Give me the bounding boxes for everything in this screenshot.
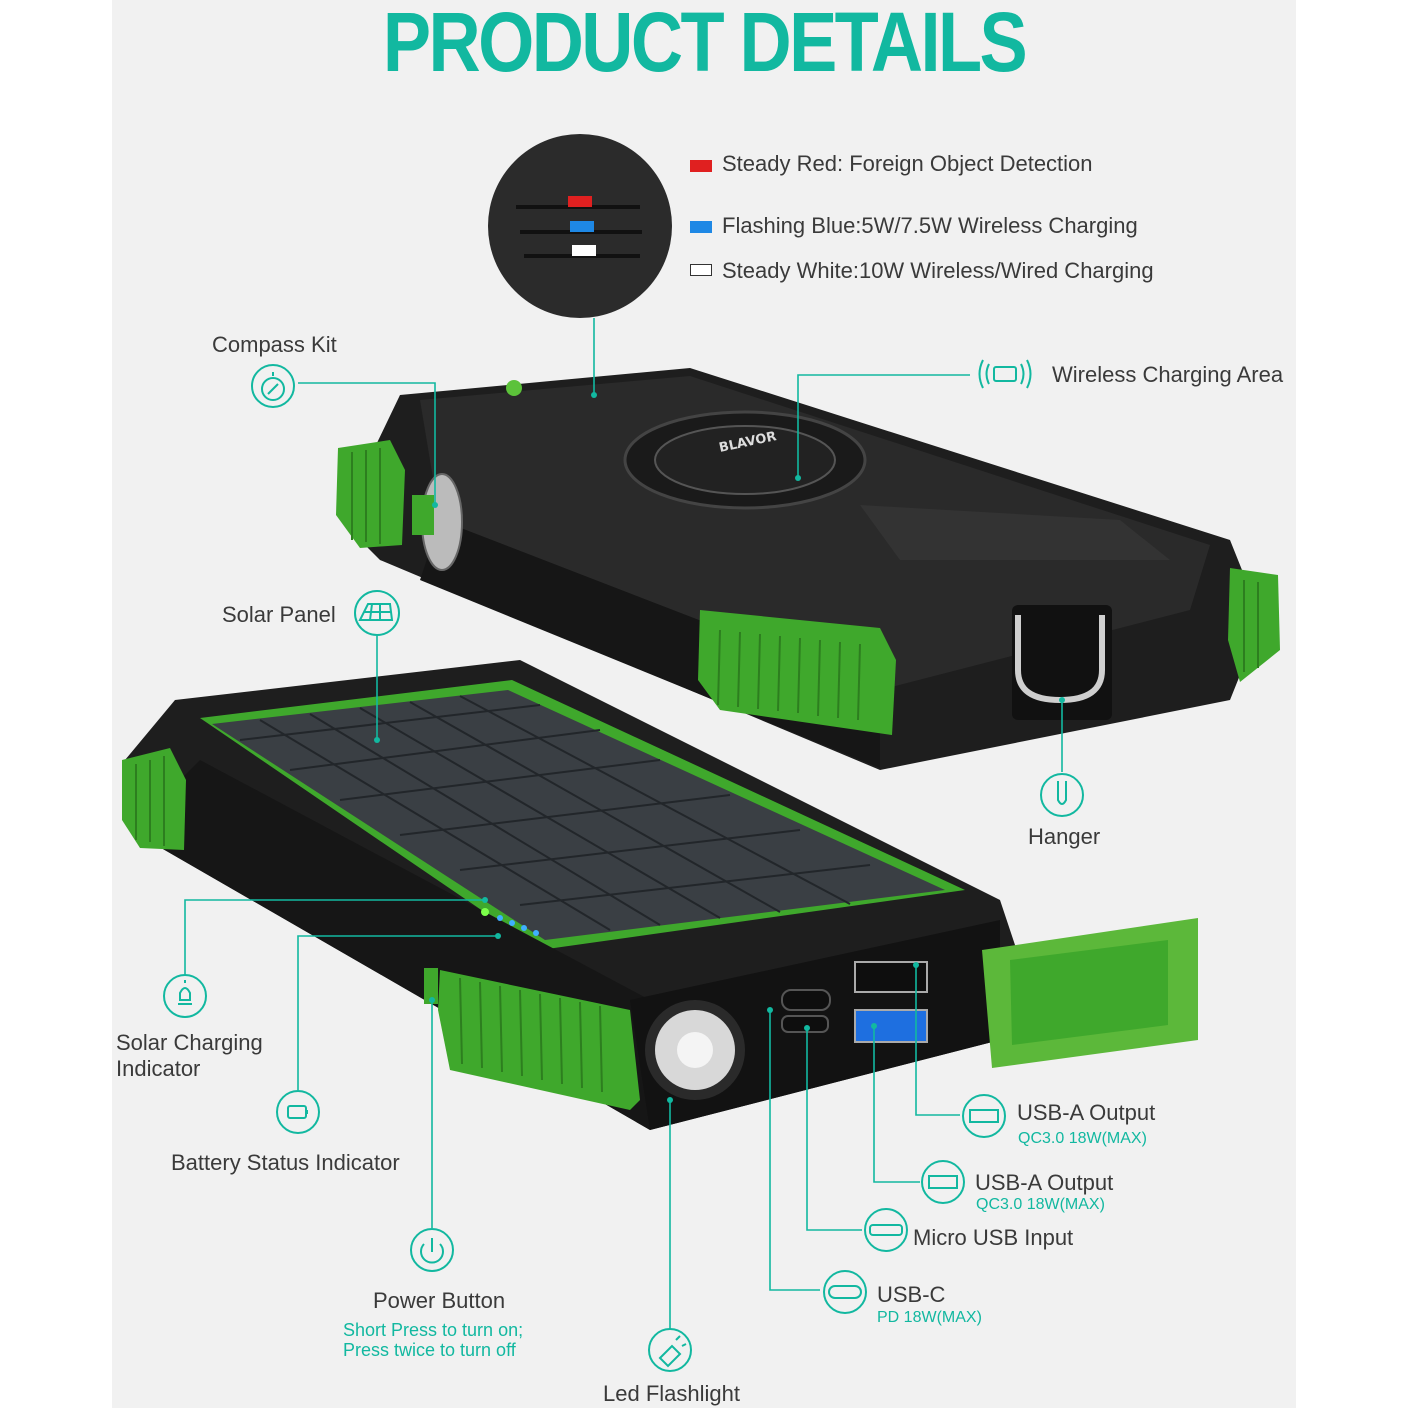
usb-a-icon-2 [921, 1160, 965, 1204]
led-flashlight-label: Led Flashlight [603, 1381, 740, 1406]
solar-indicator-icon [163, 974, 207, 1018]
legend-white: Steady White:10W Wireless/Wired Charging [722, 258, 1154, 283]
usb-c-port [781, 989, 831, 1011]
solar-panel-label: Solar Panel [222, 602, 336, 627]
usb-a-output-2-label: USB-A Output [975, 1170, 1114, 1195]
wireless-charging-area-label: Wireless Charging Area [1052, 362, 1284, 387]
battery-status-icon [276, 1090, 320, 1134]
hanger-icon [1040, 773, 1084, 817]
legend-blue-swatch [690, 221, 712, 233]
flashlight-icon [648, 1328, 692, 1372]
led-zoom-circle [488, 134, 672, 318]
hanger-slot [1012, 605, 1112, 720]
page-title: PRODUCT DETAILS [382, 0, 1028, 89]
callout-lines [184, 318, 1063, 1330]
hanger-label: Hanger [1028, 824, 1101, 849]
usb-a-output-1-spec: QC3.0 18W(MAX) [1018, 1130, 1147, 1147]
usb-a-output-2-spec: QC3.0 18W(MAX) [976, 1196, 1105, 1213]
solar-charging-indicator-label: Solar Charging Indicator [116, 1030, 263, 1082]
power-icon [410, 1228, 454, 1272]
usb-a-port-2 [854, 1009, 928, 1043]
micro-usb-icon [864, 1208, 908, 1252]
compass-kit-label: Compass Kit [212, 332, 337, 357]
led-white-indicator [572, 245, 596, 256]
power-bank-back-view: BLAVOR [336, 368, 1280, 770]
power-button-label: Power Button [373, 1288, 506, 1313]
legend-red-swatch [690, 160, 712, 172]
battery-status-indicator-label: Battery Status Indicator [171, 1150, 400, 1175]
micro-usb-port [781, 1015, 829, 1033]
compass-icon [251, 364, 295, 408]
usb-c-label: USB-C [877, 1282, 946, 1307]
led-red-indicator [568, 196, 592, 207]
legend-white-swatch [690, 264, 712, 276]
power-button-note-2: Press twice to turn off [343, 1340, 516, 1360]
usb-c-icon [823, 1270, 867, 1314]
solar-panel-icon [354, 590, 400, 636]
power-button-note-1: Short Press to turn on; [343, 1320, 524, 1340]
power-bank-front-view [122, 660, 1198, 1130]
usb-c-spec: PD 18W(MAX) [877, 1309, 982, 1326]
usb-a-icon [962, 1094, 1006, 1138]
usb-a-output-1-label: USB-A Output [1017, 1100, 1156, 1125]
micro-usb-input-label: Micro USB Input [913, 1225, 1074, 1250]
legend-blue: Flashing Blue:5W/7.5W Wireless Charging [722, 213, 1138, 238]
wireless-charging-icon [978, 359, 1032, 389]
legend-red: Steady Red: Foreign Object Detection [722, 151, 1093, 176]
led-blue-indicator [570, 221, 594, 232]
